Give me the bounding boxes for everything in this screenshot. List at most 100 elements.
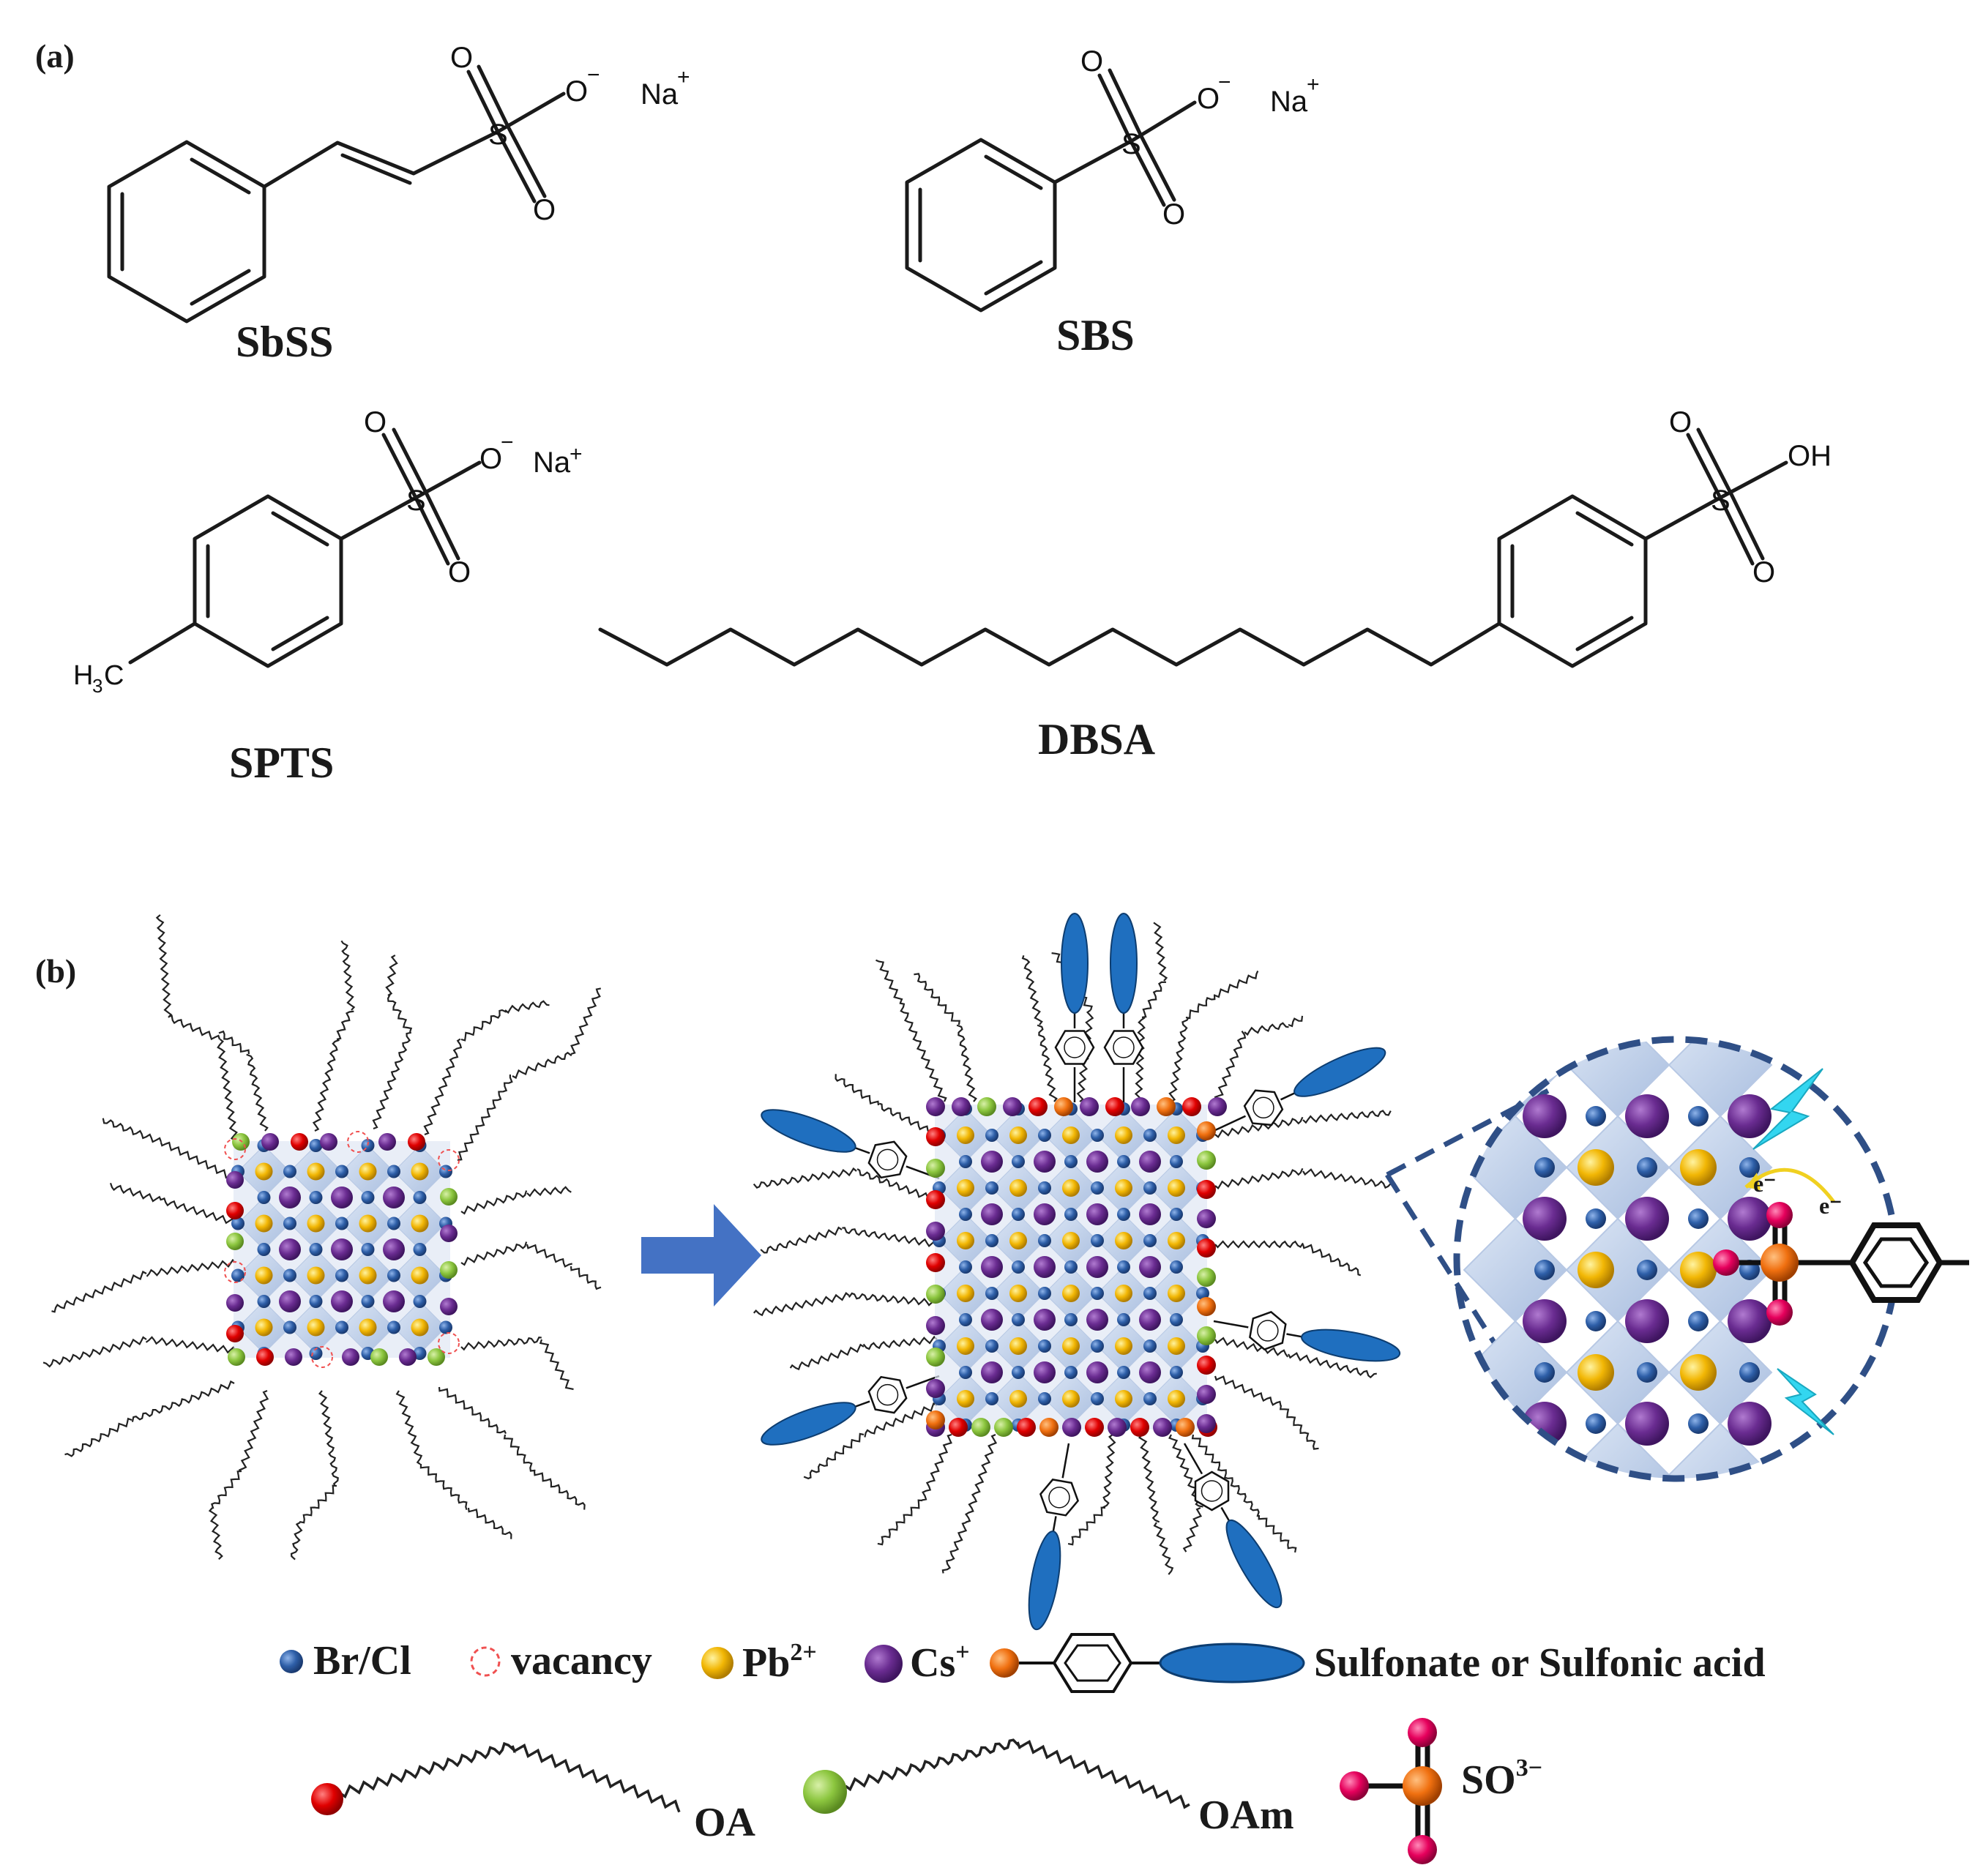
halide-atom [309,1347,323,1360]
halide-atom [283,1268,296,1282]
halide-atom [309,1191,323,1204]
ligand-chain [1021,954,1043,1025]
pb-atom [1009,1179,1027,1197]
vacancy-site [224,1261,246,1283]
s-site [1054,1097,1073,1116]
pb-atom [1062,1179,1080,1197]
halide-atom [959,1313,972,1326]
oa-site [256,1348,274,1366]
cs-site [926,1097,945,1116]
sulfonate-bond [853,1146,870,1154]
vacancy-site [311,1346,333,1368]
cs-atom [981,1151,1003,1173]
spts-na: Na [533,446,571,479]
cs-site [440,1225,458,1242]
ligand-chain [1214,1240,1304,1249]
s-site [1197,1297,1216,1316]
legend-sulfonate: Sulfonate or Sulfonic acid [1314,1640,1766,1686]
oam-site [994,1418,1013,1437]
s-site [1039,1418,1059,1437]
ligand-chain [1138,1434,1160,1523]
cs-atom [1625,1197,1669,1241]
halide-atom [1143,1339,1157,1353]
legend-pb-swatch [701,1647,733,1679]
oam-site [1197,1268,1216,1287]
halide-atom [1038,1234,1051,1247]
spts-o-bottom: O [448,556,471,588]
oam-site [1197,1326,1216,1345]
ligand-chain [835,1074,880,1106]
cs-atom [1086,1151,1108,1173]
halide-atom [1012,1313,1025,1326]
cs-site [261,1133,279,1151]
cs-site [1153,1418,1172,1437]
process-arrow [641,1204,761,1307]
ligand-chain [109,1182,162,1203]
ligand-chain [218,1030,250,1055]
sbss-s: S [488,119,508,151]
benzene-ring [1054,1030,1095,1065]
ligand-chain [160,1141,236,1179]
vacancy-site [438,1332,460,1354]
benzene-ring [1039,1479,1080,1517]
ligand-chain [1141,981,1167,1019]
pb-atom [1168,1337,1185,1355]
pb-atom [411,1318,429,1337]
ligand-chain [914,973,960,1025]
ligand-chain [862,1335,938,1350]
ligand-chain [956,1024,977,1102]
cs-atom [1523,1094,1567,1138]
benzene-inner [1064,1036,1086,1058]
pb-atom [1062,1285,1080,1302]
alkyl-tail [1293,1047,1386,1097]
ligand-chain [1279,1405,1319,1450]
cs-site [342,1348,359,1366]
halide-atom [1117,1366,1130,1379]
pb-atom [1168,1179,1185,1197]
oa-site [1197,1180,1216,1199]
ligand-chain [457,1075,513,1162]
ligand-chain [246,1053,269,1132]
pb-atom [957,1126,974,1144]
halide-atom [985,1339,998,1353]
legend-oam-chain [844,1738,1190,1809]
halide-atom [361,1191,375,1204]
lightning-icon-bottom [1777,1368,1834,1435]
halide-atom [1170,1155,1183,1168]
halide-atom [1586,1413,1606,1434]
benzene-inner [1113,1036,1135,1058]
ligand-chain [1288,1352,1377,1379]
spts-ch3-3: 3 [92,675,102,697]
oa-site [949,1418,968,1437]
cs-atom [1034,1203,1056,1225]
halide-atom [1038,1339,1051,1353]
sbss-plus: + [677,65,690,89]
oa-site [926,1253,945,1272]
sbss-o-minus: O [565,75,588,108]
halide-atom [1688,1413,1709,1434]
perovskite-lattice-right [926,1097,1227,1437]
sbss-name: SbSS [236,318,333,366]
cs-atom [383,1290,405,1312]
cs-atom [383,1238,405,1260]
legend-pb: Pb2+ [742,1639,817,1686]
benzene-inner [876,1148,899,1171]
pb-atom [1680,1252,1717,1288]
legend: Br/Cl vacancy Pb2+ Cs+ Sulfonate or Sulf… [280,1633,1766,1864]
panel-b-label: (b) [35,952,76,990]
cs-atom [279,1290,301,1312]
halide-atom [1091,1287,1104,1300]
ligand-chain [395,1390,423,1465]
sulfonate-bond [1183,1443,1203,1475]
pb-atom [1062,1337,1080,1355]
halide-atom [387,1320,400,1334]
halide-atom [387,1165,400,1178]
cs-atom [331,1290,353,1312]
ligand-chain [299,1484,337,1524]
pb-atom [957,1390,974,1408]
pb-atom [307,1318,325,1337]
oam-site [926,1159,945,1178]
legend-oa: OA [694,1800,756,1845]
cs-site [1108,1418,1127,1437]
